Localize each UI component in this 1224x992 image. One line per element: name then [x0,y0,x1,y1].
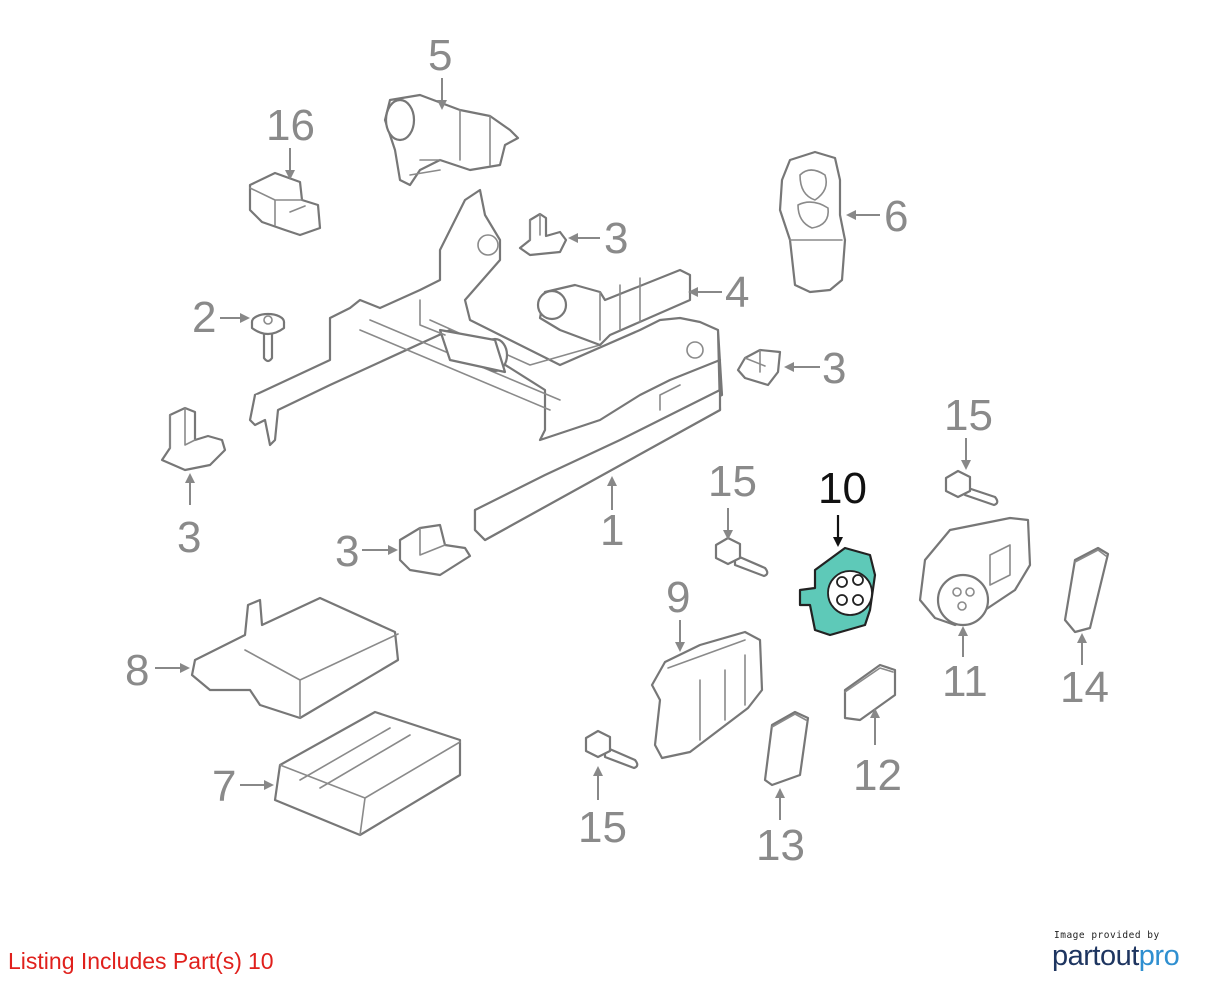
callout-3a: 3 [604,214,628,263]
callout-13: 13 [756,821,805,870]
part-3-clip-c [160,406,227,472]
listing-includes-note: Listing Includes Part(s)10 [8,948,274,975]
brand-name-part2: pro [1138,940,1180,972]
callout-7: 7 [212,762,236,811]
callout-3c: 3 [177,513,201,562]
part-10-highlighted [798,546,877,637]
part-3-clip-d [398,523,472,577]
part-4-motor [536,268,692,347]
part-9-switch [650,630,764,760]
callout-15a: 15 [708,457,757,506]
part-5-motor [383,93,520,187]
callout-12: 12 [853,751,902,800]
partoutpro-logo: Image provided by partoutpro [1052,930,1202,971]
brand-wordmark: partoutpro [1052,941,1202,971]
brand-caption: Image provided by [1054,930,1160,941]
callout-8: 8 [125,646,149,695]
callout-11: 11 [942,657,988,706]
callout-4: 4 [725,268,749,317]
part-15-bolt-c [584,729,639,770]
callout-2: 2 [192,293,216,342]
part-6-motor [778,150,847,294]
part-16-connector [248,171,322,237]
part-3-clip-a [518,212,568,257]
callout-10: 10 [818,464,867,513]
callout-16: 16 [266,101,315,150]
callout-15c: 15 [578,803,627,852]
listing-label: Listing Includes Part(s) [8,948,242,974]
callout-14: 14 [1060,663,1109,712]
part-7-module [273,710,462,837]
part-13-knob [763,710,810,787]
part-15-bolt-b [944,469,999,507]
part-11-cover [918,516,1032,627]
callout-3b: 3 [822,344,846,393]
listing-parts: 10 [247,948,274,974]
part-1-seat-frame [248,188,724,542]
part-15-bolt-a [714,536,769,578]
part-8-module [190,596,400,720]
part-12-knob [843,663,897,722]
brand-name-part1: partout [1052,940,1139,972]
part-2-bolt [250,312,286,363]
callout-1: 1 [600,506,624,555]
callout-6: 6 [884,192,908,241]
callout-5: 5 [428,31,452,80]
callout-15b: 15 [944,391,993,440]
part-3-clip-b [736,348,782,387]
part-14-knob [1063,546,1110,634]
callout-9: 9 [666,573,690,622]
callout-3d: 3 [335,527,359,576]
